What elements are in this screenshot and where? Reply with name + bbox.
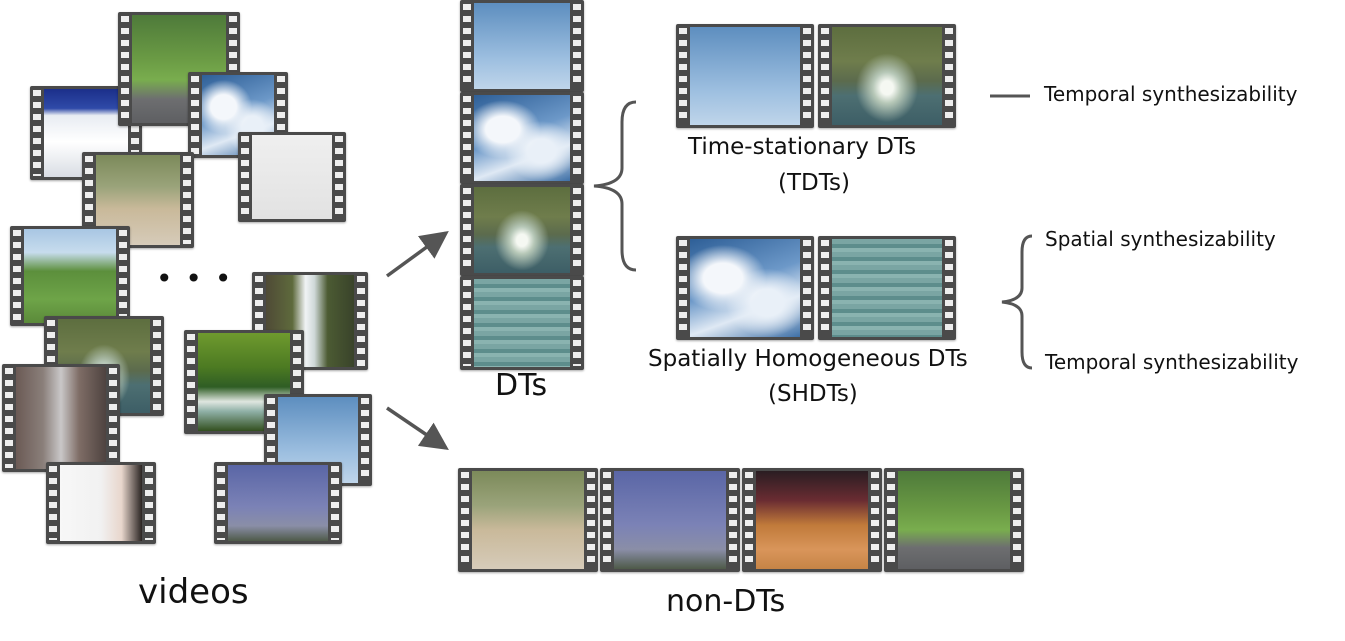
dt-thumb-clouds <box>460 92 584 184</box>
ellipsis: • • • <box>156 262 234 295</box>
video-thumb-street <box>2 364 120 472</box>
dt-thumb-fountain <box>460 184 584 276</box>
video-thumb-golfer <box>10 226 130 326</box>
dt-thumb-water <box>460 276 584 370</box>
shdt-thumb-clouds <box>676 236 814 340</box>
tdt-title: Time-stationary DTs <box>688 134 917 160</box>
shdt-property-temporal: Temporal synthesizability <box>1045 350 1299 374</box>
arrow-to-dts <box>385 230 449 278</box>
tdt-thumb-fountain <box>818 24 956 128</box>
tdt-property: Temporal synthesizability <box>1044 82 1298 106</box>
non-dt-thumb-basketball <box>742 468 882 572</box>
dts-brace <box>593 100 637 272</box>
non-dt-thumb-lightning <box>600 468 740 572</box>
tdt-abbreviation: (TDTs) <box>778 170 850 196</box>
videos-label: videos <box>138 572 249 612</box>
shdt-title: Spatially Homogeneous DTs <box>648 346 968 372</box>
non-dt-thumb-walking-man <box>884 468 1024 572</box>
shdt-property-spatial: Spatial synthesizability <box>1045 227 1276 251</box>
video-thumb-snow <box>30 86 142 180</box>
dts-label: DTs <box>495 368 548 403</box>
video-thumb-lightning <box>214 462 342 544</box>
video-thumb-makeup <box>46 462 156 544</box>
tdt-thumb-wind-turbines <box>676 24 814 128</box>
non-dts-label: non-DTs <box>666 584 786 619</box>
shdt-thumb-water <box>818 236 956 340</box>
video-thumb-violinist <box>238 132 346 222</box>
shdt-brace <box>1001 234 1033 370</box>
shdt-abbreviation: (SHDTs) <box>768 381 858 407</box>
non-dt-thumb-cyclist <box>458 468 598 572</box>
dt-thumb-wind-turbines <box>460 0 584 92</box>
arrow-to-non-dts <box>386 406 449 450</box>
